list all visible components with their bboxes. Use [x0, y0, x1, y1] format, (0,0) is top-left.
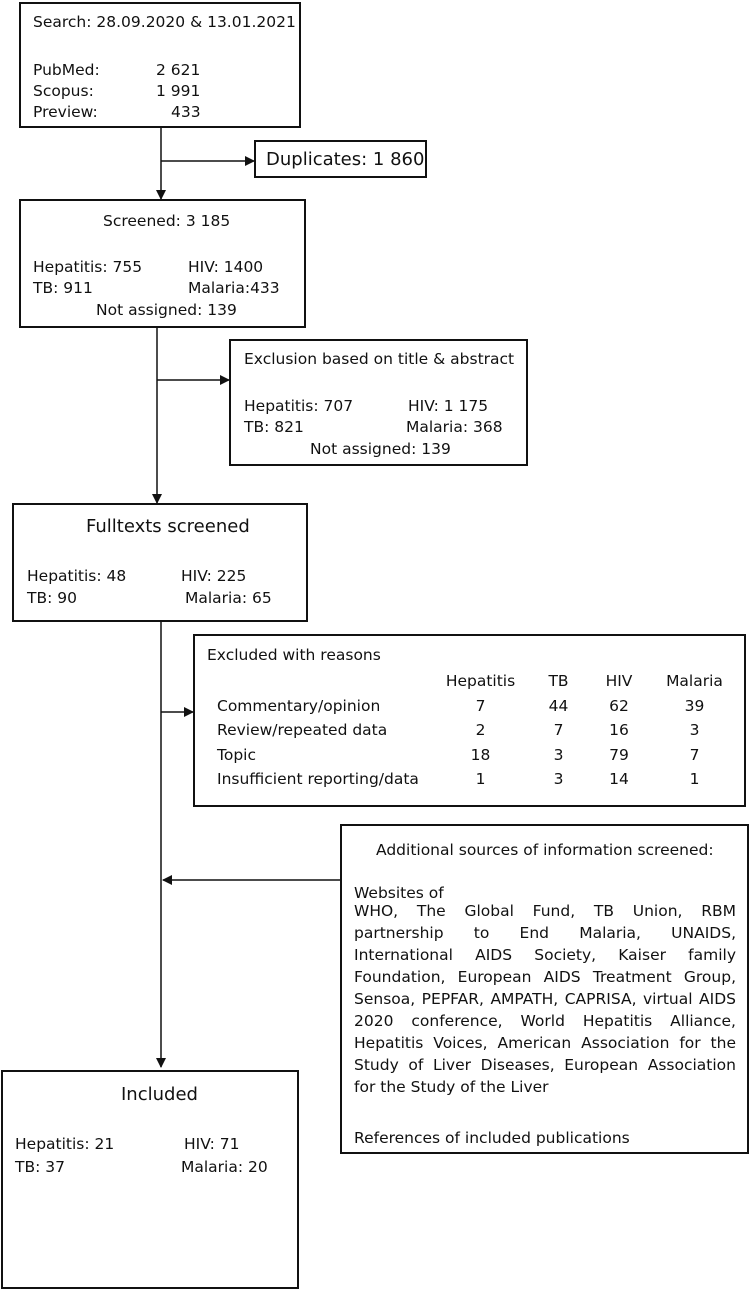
- reason-value: 14: [609, 770, 629, 789]
- reason-label: Insufficient reporting/data: [217, 770, 419, 789]
- included-malaria: Malaria: 20: [181, 1158, 268, 1176]
- exclusion-hiv: HIV: 1 175: [408, 397, 489, 415]
- reason-value: 7: [553, 721, 564, 740]
- excluded-reasons-title: Excluded with reasons: [207, 646, 381, 664]
- screened-hiv: HIV: 1400: [188, 258, 264, 276]
- reason-value: 1: [689, 770, 700, 789]
- pubmed-value: 2 621: [156, 61, 201, 79]
- table-header-hiv: HIV: [605, 672, 633, 691]
- preview-value: 433: [171, 103, 201, 121]
- reason-value: 18: [470, 745, 491, 764]
- reason-value: 79: [609, 745, 629, 764]
- screened-box: Screened: 3 185 Hepatitis: 755 HIV: 1400…: [19, 199, 306, 328]
- table-header-row: Hepatitis TB HIV Malaria: [217, 669, 735, 694]
- fulltexts-title: Fulltexts screened: [86, 516, 250, 537]
- included-title: Included: [121, 1084, 198, 1105]
- duplicates-label: Duplicates: 1 860: [266, 149, 425, 170]
- table-row: Topic 18 3 79 7: [217, 743, 735, 768]
- reason-label: Topic: [217, 745, 256, 764]
- screened-not-assigned: Not assigned: 139: [96, 301, 237, 319]
- included-hiv: HIV: 71: [184, 1135, 240, 1153]
- reason-value: 44: [548, 696, 569, 715]
- additional-title: Additional sources of information screen…: [376, 841, 714, 859]
- fulltexts-hepatitis: Hepatitis: 48: [27, 567, 127, 585]
- pubmed-label: PubMed:: [33, 61, 100, 79]
- included-hepatitis: Hepatitis: 21: [15, 1135, 115, 1153]
- reason-value: 39: [684, 696, 705, 715]
- table-row: Commentary/opinion 7 44 62 39: [217, 694, 735, 719]
- table-row: Insufficient reporting/data 1 3 14 1: [217, 767, 735, 792]
- included-box: Included Hepatitis: 21 HIV: 71 TB: 37 Ma…: [1, 1070, 299, 1289]
- reason-value: 62: [609, 696, 629, 715]
- websites-label: Websites of: [354, 884, 444, 902]
- reason-value: 7: [689, 745, 700, 764]
- search-title: Search: 28.09.2020 & 13.01.2021: [33, 13, 296, 31]
- scopus-value: 1 991: [156, 82, 201, 100]
- exclusion-tb: TB: 821: [244, 418, 304, 436]
- fulltexts-hiv: HIV: 225: [181, 567, 247, 585]
- fulltexts-box: Fulltexts screened Hepatitis: 48 HIV: 22…: [12, 503, 308, 622]
- additional-sources-box: Additional sources of information screen…: [340, 824, 749, 1154]
- screened-hepatitis: Hepatitis: 755: [33, 258, 143, 276]
- reason-value: 3: [553, 745, 564, 764]
- table-header-tb: TB: [548, 672, 569, 691]
- fulltexts-malaria: Malaria: 65: [185, 589, 272, 607]
- exclusion-title: Exclusion based on title & abstract: [244, 350, 515, 368]
- exclusion-box: Exclusion based on title & abstract Hepa…: [229, 339, 528, 466]
- duplicates-box: Duplicates: 1 860: [254, 140, 427, 178]
- references-label: References of included publications: [354, 1129, 630, 1147]
- reason-value: 2: [475, 721, 486, 740]
- exclusion-malaria: Malaria: 368: [406, 418, 503, 436]
- scopus-label: Scopus:: [33, 82, 94, 100]
- preview-label: Preview:: [33, 103, 98, 121]
- screened-tb: TB: 911: [33, 279, 93, 297]
- search-box: Search: 28.09.2020 & 13.01.2021 PubMed: …: [19, 2, 301, 128]
- included-tb: TB: 37: [15, 1158, 65, 1176]
- excluded-reasons-box: Excluded with reasons Hepatitis TB HIV M…: [193, 634, 746, 807]
- reason-value: 3: [689, 721, 700, 740]
- websites-list: WHO, The Global Fund, TB Union, RBM part…: [354, 902, 736, 1096]
- screened-title: Screened: 3 185: [103, 212, 231, 230]
- reason-label: Review/repeated data: [217, 721, 388, 740]
- exclusion-hepatitis: Hepatitis: 707: [244, 397, 354, 415]
- exclusion-not-assigned: Not assigned: 139: [310, 440, 451, 458]
- table-header-reason: [217, 669, 428, 694]
- table-row: Review/repeated data 2 7 16 3: [217, 718, 735, 743]
- table-header-hepatitis: Hepatitis: [445, 672, 516, 691]
- reason-value: 16: [609, 721, 629, 740]
- screened-malaria: Malaria:433: [188, 279, 280, 297]
- reason-value: 1: [475, 770, 486, 789]
- reason-value: 3: [553, 770, 564, 789]
- fulltexts-tb: TB: 90: [27, 589, 77, 607]
- table-header-malaria: Malaria: [666, 672, 723, 691]
- excluded-reasons-table: Hepatitis TB HIV Malaria Commentary/opin…: [217, 669, 735, 792]
- reason-value: 7: [475, 696, 486, 715]
- reason-label: Commentary/opinion: [217, 696, 381, 715]
